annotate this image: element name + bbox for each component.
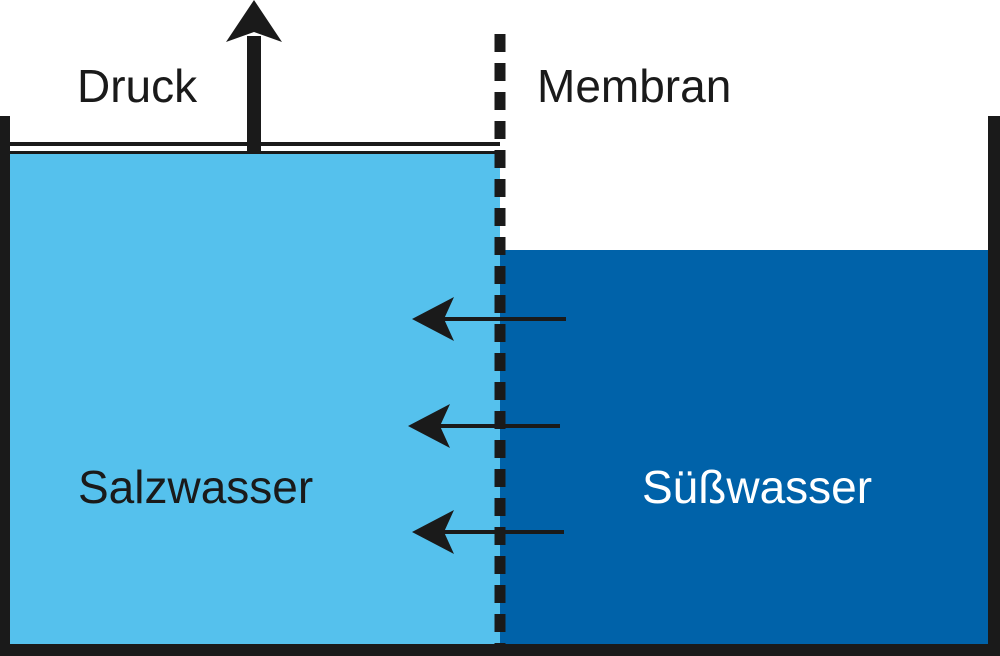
pressure-label: Druck [77,60,198,112]
flow-arrow-2-icon [408,404,560,448]
flow-arrow-3-icon [412,510,564,554]
fresh-water-region [500,250,988,646]
pressure-arrow-icon [226,0,282,154]
container-left-wall [0,116,10,656]
flow-arrow-1-icon [412,297,566,341]
membrane-label: Membran [537,60,732,112]
container-bottom [0,644,1000,656]
container-right-wall [988,116,1000,656]
salt-water-region [10,154,500,646]
salt-water-label: Salzwasser [78,461,314,513]
fresh-water-label: Süßwasser [642,461,873,513]
